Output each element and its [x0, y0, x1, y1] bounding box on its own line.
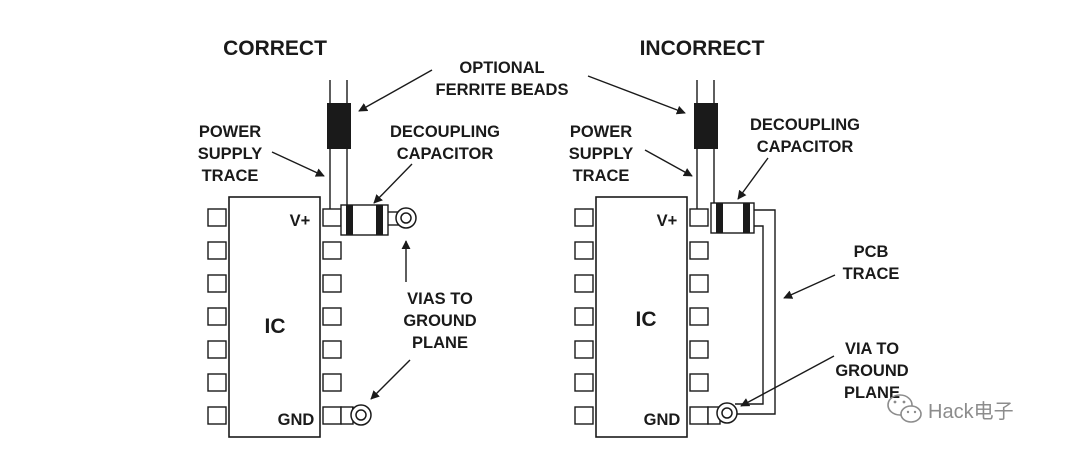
correct-ic-body — [228, 196, 321, 438]
ic-pin — [322, 274, 342, 293]
correct-ferrite-bead — [327, 103, 351, 149]
ic-pin — [689, 274, 709, 293]
pcb-trace-label-line1: PCB — [854, 243, 889, 261]
correct-leader-arrows — [271, 69, 433, 400]
ic-pin — [322, 373, 342, 392]
incorrect-ic-label: IC — [636, 308, 657, 331]
ic-pin — [689, 373, 709, 392]
ic-pin — [574, 373, 594, 392]
ic-pin — [574, 208, 594, 227]
correct-gnd-label: GND — [278, 411, 315, 429]
correct-decoupling-capacitor — [340, 204, 399, 236]
incorrect-decap-label-line1: DECOUPLING — [750, 116, 860, 134]
arrow-decap — [373, 163, 413, 204]
incorrect-leader-arrows — [587, 75, 836, 407]
correct-power-label-line1: POWER — [199, 123, 261, 141]
arrow-pcb-trace — [783, 274, 836, 299]
incorrect-power-label-line1: POWER — [570, 123, 632, 141]
ic-pin-vplus — [689, 208, 709, 227]
watermark-text: Hack电子 — [928, 400, 1014, 423]
correct-ic-pins — [207, 208, 342, 425]
ic-pin — [689, 241, 709, 260]
arrow-via — [740, 355, 835, 407]
ic-pin — [689, 340, 709, 359]
ic-pin — [574, 241, 594, 260]
correct-bottom-via — [350, 404, 372, 426]
ferrite-label-line2: FERRITE BEADS — [436, 81, 569, 99]
correct-decap-label-line1: DECOUPLING — [390, 123, 500, 141]
incorrect-power-label-line2: SUPPLY — [569, 145, 634, 163]
correct-power-trace — [329, 80, 348, 209]
correct-vias-label-line2: GROUND — [403, 312, 476, 330]
incorrect-decap-label-line2: CAPACITOR — [757, 138, 854, 156]
ic-pin — [322, 340, 342, 359]
incorrect-via-label-line2: GROUND — [835, 362, 908, 380]
wechat-icon — [887, 394, 922, 423]
arrow-bead-right — [587, 75, 686, 115]
incorrect-panel: INCORRECT IC V+ GND — [569, 37, 909, 438]
correct-top-via — [395, 207, 417, 229]
watermark: Hack电子 — [887, 394, 1014, 423]
correct-power-label-line3: TRACE — [202, 167, 259, 185]
correct-panel: CORRECT IC V+ GND — [198, 37, 500, 438]
ic-pin — [207, 241, 227, 260]
ic-pin-gnd — [689, 406, 709, 425]
incorrect-bottom-via — [716, 402, 738, 424]
ic-pin — [574, 406, 594, 425]
incorrect-via-label-line1: VIA TO — [845, 340, 899, 358]
incorrect-power-label-line3: TRACE — [573, 167, 630, 185]
ic-pin — [689, 307, 709, 326]
incorrect-ic-body — [595, 196, 688, 438]
incorrect-ic-pins — [574, 208, 709, 425]
ic-pin — [574, 307, 594, 326]
arrow-power-trace — [644, 149, 693, 177]
ferrite-label-line1: OPTIONAL — [459, 59, 544, 77]
incorrect-gnd-label: GND — [644, 411, 681, 429]
ic-pin — [322, 307, 342, 326]
correct-vplus-label: V+ — [290, 212, 311, 230]
ic-pin — [207, 340, 227, 359]
correct-decap-label-line2: CAPACITOR — [397, 145, 494, 163]
arrow-power-trace — [271, 151, 325, 177]
incorrect-ferrite-bead — [694, 103, 718, 149]
ferrite-beads-label: OPTIONAL FERRITE BEADS — [436, 59, 569, 99]
incorrect-vplus-label: V+ — [657, 212, 678, 230]
ic-pin — [574, 340, 594, 359]
ic-pin-vplus — [322, 208, 342, 227]
incorrect-via-label-line3: PLANE — [844, 384, 900, 402]
correct-vias-label-line1: VIAS TO — [407, 290, 473, 308]
arrow-decap — [737, 157, 769, 200]
ic-pin — [322, 241, 342, 260]
ic-pin — [207, 307, 227, 326]
incorrect-decoupling-capacitor — [710, 202, 755, 234]
ic-pin-gnd — [322, 406, 342, 425]
ic-pin — [207, 406, 227, 425]
correct-title: CORRECT — [223, 37, 327, 60]
ic-pin — [207, 208, 227, 227]
arrow-vias-bottom — [370, 359, 411, 400]
incorrect-power-trace — [696, 80, 715, 209]
ic-pin — [207, 373, 227, 392]
arrow-bead-left — [358, 69, 433, 112]
correct-vias-label-line3: PLANE — [412, 334, 468, 352]
ic-pin — [207, 274, 227, 293]
correct-power-label-line2: SUPPLY — [198, 145, 263, 163]
correct-ic-label: IC — [265, 315, 286, 338]
incorrect-title: INCORRECT — [640, 37, 765, 60]
incorrect-pcb-trace — [735, 209, 776, 415]
ic-pin — [574, 274, 594, 293]
pcb-trace-label-line2: TRACE — [843, 265, 900, 283]
